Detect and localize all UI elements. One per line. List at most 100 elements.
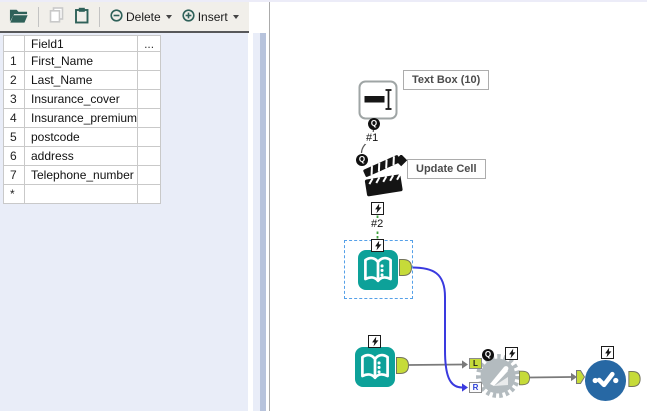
field-cell[interactable]: Last_Name <box>23 70 139 90</box>
output-anchor[interactable] <box>399 259 412 276</box>
grid-right-gutter <box>253 33 260 411</box>
insert-label: Insert <box>197 9 228 24</box>
lightning-icon <box>509 348 516 359</box>
check-circle-icon <box>584 359 627 402</box>
open-book-icon <box>364 256 392 283</box>
chevron-down-icon <box>165 14 172 19</box>
row-extra-cell[interactable] <box>137 108 162 128</box>
clapperboard-icon <box>363 154 408 197</box>
field-cell[interactable]: Telephone_number <box>23 165 139 185</box>
connection-label-1[interactable]: #1 <box>365 132 380 144</box>
action-output-anchor[interactable] <box>371 202 384 215</box>
text-input-tool[interactable] <box>355 347 395 387</box>
action-input-anchor[interactable] <box>505 347 518 360</box>
field-cell[interactable]: Insurance_premium <box>23 108 139 128</box>
paste-icon <box>74 7 89 27</box>
field-cell[interactable] <box>23 184 139 204</box>
grid-scrollbar[interactable] <box>260 33 266 411</box>
output-anchor[interactable] <box>396 357 409 374</box>
column-header-field1[interactable]: Field1 <box>23 35 139 52</box>
column-options-button[interactable]: ... <box>137 35 162 52</box>
input-anchor-L[interactable]: L <box>469 358 482 369</box>
open-file-button[interactable] <box>6 5 31 29</box>
field-grid-header-corner[interactable] <box>3 35 25 52</box>
row-number[interactable]: 2 <box>3 70 25 90</box>
action-input-anchor[interactable] <box>601 346 614 359</box>
copy-button[interactable] <box>46 5 67 28</box>
connection-selected-to-gear-R[interactable] <box>411 266 463 389</box>
action-input-anchor[interactable] <box>371 239 384 252</box>
row-number[interactable]: 5 <box>3 127 25 147</box>
open-file-icon <box>9 7 28 27</box>
lightning-icon <box>372 336 379 347</box>
arrowhead <box>462 360 468 369</box>
circle-plus-icon <box>182 8 195 25</box>
chevron-down-icon <box>232 14 239 19</box>
copy-icon <box>49 7 64 26</box>
question-output-anchor[interactable]: Q <box>368 118 380 130</box>
delete-label: Delete <box>126 9 161 24</box>
row-extra-cell[interactable] <box>137 146 162 166</box>
question-input-anchor[interactable]: Q <box>356 154 368 166</box>
action-input-anchor[interactable] <box>368 335 381 348</box>
gear-icon <box>476 354 520 398</box>
arrowhead <box>462 383 468 392</box>
row-extra-cell[interactable] <box>137 70 162 90</box>
delete-button[interactable]: Delete <box>107 7 175 27</box>
row-extra-cell[interactable] <box>137 127 162 147</box>
toolbar-divider <box>0 31 249 33</box>
connection-gear-to-test[interactable] <box>528 376 572 379</box>
field-cell[interactable]: postcode <box>23 127 139 147</box>
text-box-icon <box>358 80 398 120</box>
circle-minus-icon <box>110 8 123 25</box>
field-cell[interactable]: address <box>23 146 139 166</box>
annotation-text-box[interactable]: Text Box (10) <box>403 70 490 90</box>
row-extra-cell[interactable] <box>137 89 162 109</box>
field-cell[interactable]: First_Name <box>23 51 139 71</box>
row-extra-cell[interactable] <box>137 165 162 185</box>
arrowhead <box>571 372 577 382</box>
action-update-cell-tool[interactable] <box>363 154 409 199</box>
output-anchor[interactable] <box>519 370 530 386</box>
field-cell[interactable]: Insurance_cover <box>23 89 139 109</box>
macro-gear-tool[interactable] <box>475 353 521 399</box>
output-anchor[interactable] <box>628 371 641 387</box>
test-tool[interactable] <box>584 359 627 402</box>
question-input-anchor[interactable]: Q <box>482 349 494 361</box>
toolbar-separator <box>99 6 100 27</box>
lightning-icon <box>375 240 382 251</box>
row-number[interactable]: 1 <box>3 51 25 71</box>
insert-button[interactable]: Insert <box>179 7 242 27</box>
lightning-icon <box>375 203 382 214</box>
row-number[interactable]: 4 <box>3 108 25 128</box>
paste-button[interactable] <box>71 5 92 29</box>
text-box-tool[interactable] <box>358 80 398 120</box>
input-anchor-R[interactable]: R <box>469 382 482 393</box>
annotation-update-cell[interactable]: Update Cell <box>407 159 486 179</box>
workflow-canvas[interactable]: Text Box (10) Q #1 Q <box>271 2 647 411</box>
row-number[interactable]: 7 <box>3 165 25 185</box>
grid-toolbar: Delete Insert <box>0 2 249 31</box>
connection-input-to-gear-L[interactable] <box>408 363 463 366</box>
table-header-row: Field1 ... <box>3 35 162 52</box>
row-number[interactable]: 6 <box>3 146 25 166</box>
row-extra-cell[interactable] <box>137 184 162 204</box>
row-extra-cell[interactable] <box>137 51 162 71</box>
connection-label-2[interactable]: #2 <box>370 218 385 230</box>
row-number[interactable]: 3 <box>3 89 25 109</box>
row-number[interactable]: * <box>3 184 25 204</box>
text-input-tool-selected[interactable] <box>358 250 398 290</box>
connection-wires <box>360 128 577 392</box>
input-anchor[interactable] <box>576 370 585 384</box>
